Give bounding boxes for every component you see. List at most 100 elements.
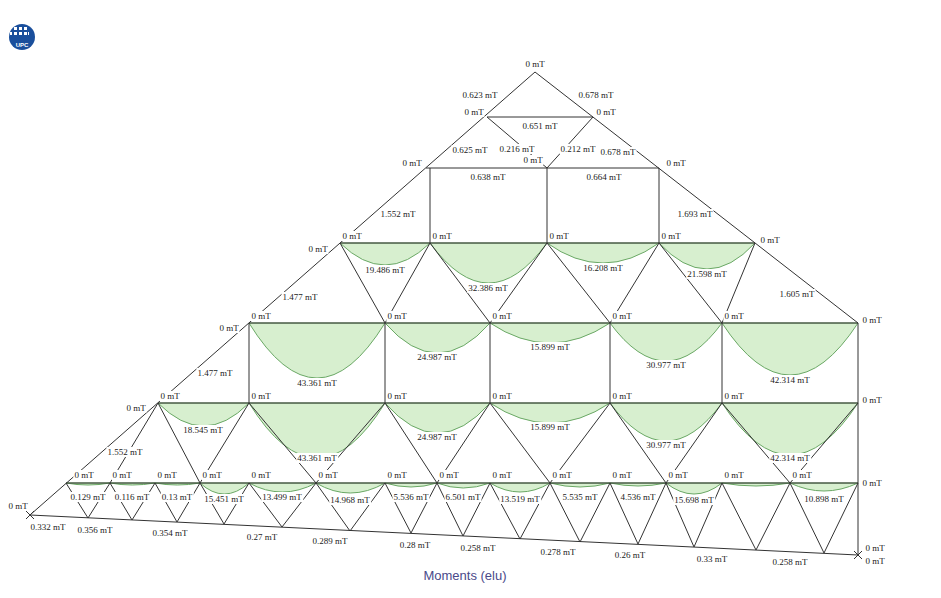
support-mark — [26, 511, 862, 559]
moment-value: 0.27 mT — [246, 532, 279, 542]
logo-grid — [10, 27, 29, 35]
moment-value: 32.386 mT — [467, 283, 509, 293]
moment-value: 0 mT — [861, 395, 882, 405]
moment-value: 0 mT — [723, 311, 744, 321]
moment-value: 0 mT — [491, 311, 512, 321]
moment-value: 30.977 mT — [645, 440, 687, 450]
moment-value: 0.26 mT — [614, 550, 647, 560]
moment-value: 15.899 mT — [529, 422, 571, 432]
moment-value: 0 mT — [307, 244, 328, 254]
moment-value: 1.477 mT — [197, 368, 234, 378]
moment-value: 0 mT — [723, 391, 744, 401]
moment-value: 0 mT — [250, 470, 271, 480]
moment-value: 0 mT — [665, 158, 686, 168]
moment-value: 43.361 mT — [296, 378, 338, 388]
moment-value: 0.216 mT — [499, 144, 536, 154]
moment-value: 0.289 mT — [312, 536, 349, 546]
moment-value: 0 mT — [491, 391, 512, 401]
moment-value: 0.638 mT — [470, 172, 507, 182]
moment-value: 0 mT — [791, 470, 812, 480]
moment-value: 21.598 mT — [686, 269, 728, 279]
moment-value: 15.698 mT — [673, 495, 715, 505]
moment-value: 0 mT — [386, 470, 407, 480]
moment-value: 0 mT — [524, 59, 545, 69]
moment-value: 0 mT — [401, 158, 422, 168]
moment-value: 1.693 mT — [677, 209, 714, 219]
moment-value: 0.664 mT — [586, 172, 623, 182]
moment-value: 5.535 mT — [562, 492, 599, 502]
moment-value: 0 mT — [463, 107, 484, 117]
moment-value: 0 mT — [491, 470, 512, 480]
moment-value: 0.354 mT — [152, 528, 189, 538]
moment-value: 0 mT — [548, 231, 569, 241]
caption: Moments (elu) — [421, 568, 508, 583]
moment-value: 0.129 mT — [70, 492, 107, 502]
logo-disc — [9, 24, 35, 50]
moment-value: 0.651 mT — [522, 121, 559, 131]
moment-value: 0.332 mT — [30, 522, 67, 532]
moment-value: 0 mT — [522, 155, 543, 165]
moment-value: 0 mT — [341, 231, 362, 241]
moment-value: 13.499 mT — [261, 492, 303, 502]
moment-value: 6.501 mT — [445, 492, 482, 502]
moment-value: 0 mT — [250, 391, 271, 401]
moment-value: 0 mT — [723, 470, 744, 480]
moment-value: 0 mT — [864, 556, 885, 566]
moment-value: 0 mT — [551, 470, 572, 480]
moment-value: 0 mT — [864, 543, 885, 553]
moment-value: 15.451 mT — [203, 494, 245, 504]
moment-value: 0 mT — [660, 231, 681, 241]
moment-value: 19.486 mT — [364, 265, 406, 275]
moment-value: 0 mT — [159, 391, 180, 401]
moment-value: 1.552 mT — [380, 209, 417, 219]
moment-value: 0 mT — [611, 470, 632, 480]
moment-value: 42.314 mT — [769, 375, 811, 385]
moment-value: 0 mT — [667, 470, 688, 480]
moment-value: 0 mT — [7, 501, 28, 511]
moment-value: 0 mT — [125, 403, 146, 413]
moment-value: 0 mT — [759, 235, 780, 245]
moment-value: 0.13 mT — [161, 492, 194, 502]
logo-text: UPC — [16, 42, 29, 49]
moment-value: 0 mT — [861, 315, 882, 325]
moment-value: 0.258 mT — [772, 557, 809, 567]
moment-value: 24.987 mT — [416, 432, 458, 442]
moment-value: 24.987 mT — [416, 352, 458, 362]
moment-value: 0 mT — [611, 311, 632, 321]
moment-value: 43.361 mT — [296, 453, 338, 463]
moment-value: 0 mT — [438, 470, 459, 480]
moment-value: 0.678 mT — [600, 147, 637, 157]
moment-value: 5.536 mT — [393, 492, 430, 502]
lattice-members — [66, 483, 858, 553]
moment-value: 0 mT — [218, 323, 239, 333]
moment-value: 0.212 mT — [560, 144, 597, 154]
moment-value: 0 mT — [111, 470, 132, 480]
moment-value: 0.623 mT — [462, 90, 499, 100]
moment-value: 42.314 mT — [769, 453, 811, 463]
moment-value: 30.977 mT — [645, 360, 687, 370]
moment-value: 15.899 mT — [529, 342, 571, 352]
moment-value: 0 mT — [595, 107, 616, 117]
moment-value: 0 mT — [201, 470, 222, 480]
moment-value: 0 mT — [431, 231, 452, 241]
moment-value: 0 mT — [73, 470, 94, 480]
moment-value: 0 mT — [250, 311, 271, 321]
moment-value: 14.968 mT — [329, 495, 371, 505]
moment-value: 13.519 mT — [499, 494, 541, 504]
moment-value: 1.552 mT — [107, 447, 144, 457]
moment-value: 0.678 mT — [578, 90, 615, 100]
moment-value: 0.116 mT — [114, 492, 151, 502]
moment-value: 16.208 mT — [582, 263, 624, 273]
moment-value: 18.545 mT — [182, 425, 224, 435]
moment-value: 1.477 mT — [282, 292, 319, 302]
moment-value: 4.536 mT — [620, 492, 657, 502]
moment-value: 0 mT — [386, 311, 407, 321]
moment-value: 0.356 mT — [77, 525, 114, 535]
moment-value: 0.28 mT — [399, 540, 432, 550]
moment-value: 0 mT — [386, 391, 407, 401]
moment-value: 0 mT — [861, 478, 882, 488]
moment-value: 0 mT — [611, 391, 632, 401]
moment-value: 0.258 mT — [460, 543, 497, 553]
moment-value: 0 mT — [156, 470, 177, 480]
moment-value: 10.898 mT — [803, 494, 845, 504]
